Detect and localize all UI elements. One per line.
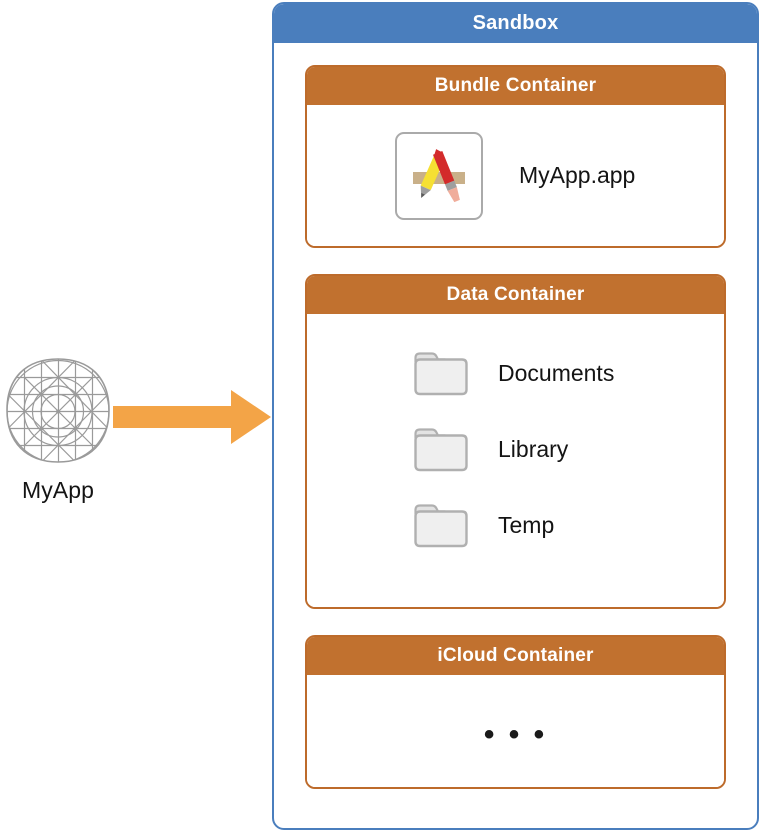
list-item-label: Temp <box>498 511 555 538</box>
xcode-app-bundle-icon <box>395 131 483 220</box>
sandbox-panel: Sandbox Bundle Container <box>272 2 759 830</box>
sandbox-body: Bundle Container <box>274 43 757 789</box>
list-item-label: Library <box>498 435 569 462</box>
sandbox-title: Sandbox <box>274 4 757 43</box>
app-icon-grid-template-icon <box>4 356 112 466</box>
list-item-label: Documents <box>498 359 615 386</box>
icloud-container-title: iCloud Container <box>307 637 724 675</box>
data-container-title: Data Container <box>307 276 724 314</box>
ellipsis-placeholder: • • • <box>483 718 548 751</box>
bundle-container-card: Bundle Container <box>305 65 726 248</box>
data-container-card: Data Container Documents <box>305 274 726 609</box>
list-item: Temp <box>412 500 724 550</box>
folder-icon <box>412 349 470 397</box>
app-source-group: MyApp <box>0 352 270 522</box>
folder-icon <box>412 501 470 549</box>
bundle-container-title: Bundle Container <box>307 67 724 105</box>
folder-icon <box>412 425 470 473</box>
right-arrow-icon <box>113 388 273 446</box>
icloud-container-card: iCloud Container • • • <box>305 635 726 789</box>
data-container-body: Documents Library <box>307 314 724 607</box>
icloud-container-body: • • • <box>307 675 724 787</box>
bundle-item-label: MyApp.app <box>519 162 636 188</box>
app-name-label: MyApp <box>21 477 95 503</box>
list-item: Documents <box>412 348 724 398</box>
list-item: Library <box>412 424 724 474</box>
bundle-container-body: MyApp.app <box>307 105 724 246</box>
